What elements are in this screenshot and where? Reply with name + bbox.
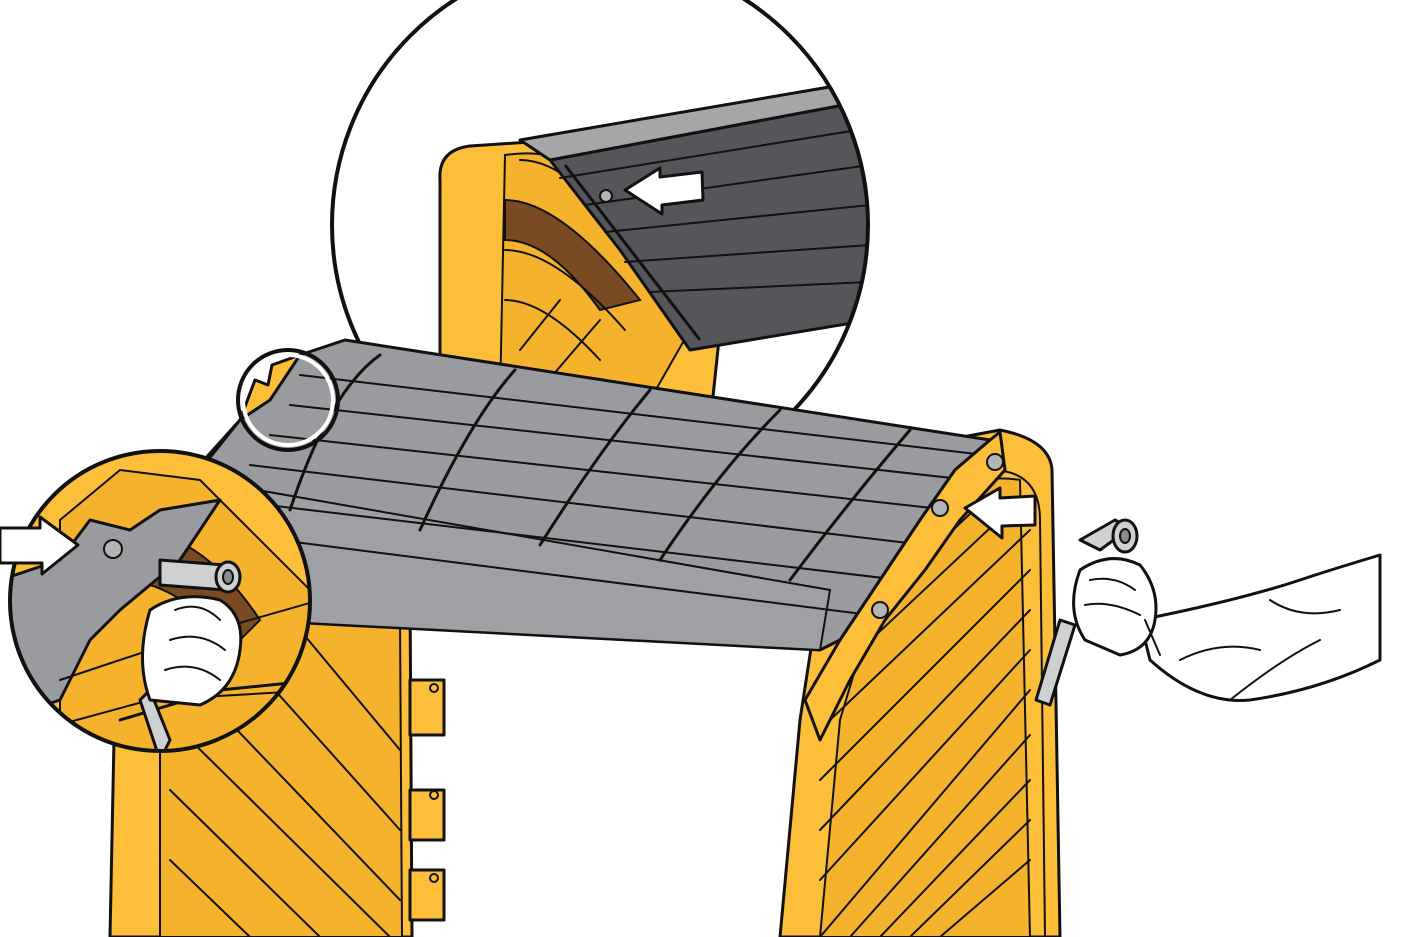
bolt-icon (599, 189, 613, 203)
right-hand-with-key (1034, 518, 1382, 707)
hinge-tab (408, 788, 446, 842)
highlight-circle (236, 348, 340, 452)
arrow-right-icon (0, 515, 80, 576)
left-detail-callout (0, 449, 312, 753)
bolt-icon (931, 499, 949, 517)
arrow-left-icon (623, 166, 705, 216)
bolt-icon (871, 601, 889, 619)
hand-icon (1072, 557, 1158, 657)
panel-recess (504, 198, 642, 312)
bolt-icon (986, 453, 1004, 471)
gray-cover (178, 338, 1007, 742)
bolt-icon (103, 539, 123, 559)
sleeve (1138, 553, 1382, 702)
arrow-left-icon (963, 486, 1037, 540)
